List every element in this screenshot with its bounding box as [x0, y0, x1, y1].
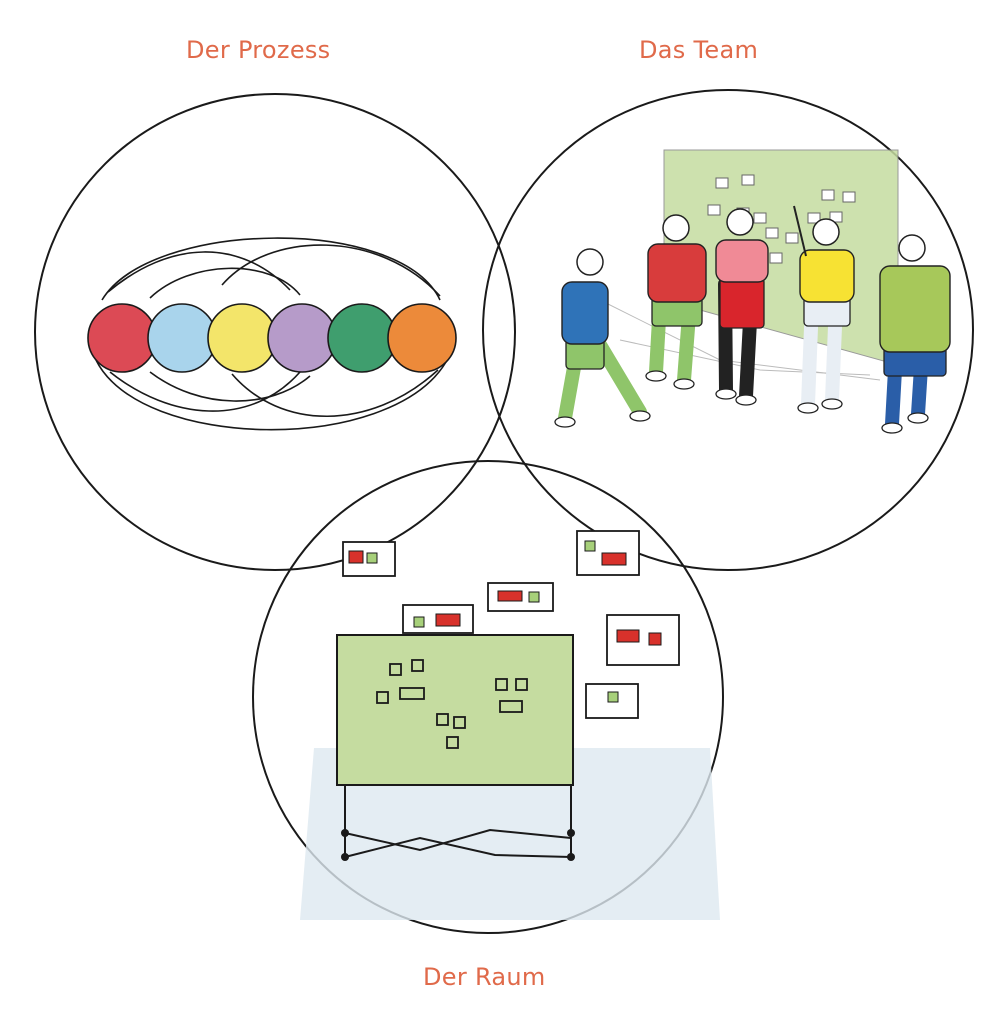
red-sticky-note [648, 632, 662, 646]
person-olive-shirt [879, 234, 951, 434]
torso [715, 239, 769, 283]
shoe [735, 394, 757, 406]
label-der-prozess: Der Prozess [186, 36, 331, 64]
head [576, 248, 604, 276]
green-sticky-note [366, 552, 378, 564]
room-illustration [300, 530, 720, 920]
green-sticky-note [413, 616, 425, 628]
people [554, 205, 951, 434]
red-sticky-note [348, 550, 364, 564]
torso [647, 243, 707, 303]
phase-circle-6 [387, 303, 457, 373]
head [812, 218, 840, 246]
green-sticky-note [584, 540, 596, 552]
shoe [715, 388, 737, 400]
label-das-team: Das Team [639, 36, 759, 64]
wall-card-2 [576, 530, 640, 576]
person-pink-shirt [715, 208, 769, 406]
torso [561, 281, 609, 345]
torso [799, 249, 855, 303]
red-sticky-note [435, 613, 461, 627]
head [662, 214, 690, 242]
person-walking [554, 248, 651, 428]
circle-prozess [34, 93, 516, 571]
phase-circle-5 [327, 303, 397, 373]
team-illustration [554, 149, 951, 434]
red-sticky-note [601, 552, 627, 566]
shoe [907, 412, 929, 424]
shoe [629, 410, 651, 422]
head [726, 208, 754, 236]
whiteboard [336, 634, 575, 861]
torso [879, 265, 951, 353]
shoe [797, 402, 819, 414]
shoe [554, 416, 576, 428]
label-der-raum: Der Raum [423, 963, 546, 991]
wall-card-1 [342, 541, 396, 577]
circle-raum [252, 460, 724, 934]
wall-card-3 [487, 582, 554, 612]
phase-circle-2 [147, 303, 217, 373]
room-floor [300, 748, 720, 920]
person-red-shirt [645, 214, 707, 390]
process-arcs [95, 237, 447, 431]
shoe [821, 398, 843, 410]
red-sticky-note [497, 590, 523, 602]
person-yellow-shirt [797, 218, 855, 414]
shoe [645, 370, 667, 382]
phase-circle-1 [87, 303, 157, 373]
circle-team [482, 89, 974, 571]
lower-garment [719, 277, 765, 329]
wall-cards [342, 530, 680, 719]
wall-card-5 [606, 614, 680, 666]
shoe [881, 422, 903, 434]
green-sticky-note [607, 691, 619, 703]
circle-outlines [34, 89, 974, 934]
wall-card-6 [585, 683, 639, 719]
red-sticky-note [616, 629, 640, 643]
phase-circle-4 [267, 303, 337, 373]
green-sticky-note [528, 591, 540, 603]
phase-circles [87, 303, 457, 373]
shoe [673, 378, 695, 390]
leg [593, 338, 647, 419]
raised-arm [793, 205, 807, 257]
process-illustration [87, 237, 457, 431]
wall-card-4 [402, 604, 474, 634]
phase-circle-3 [207, 303, 277, 373]
head [898, 234, 926, 262]
